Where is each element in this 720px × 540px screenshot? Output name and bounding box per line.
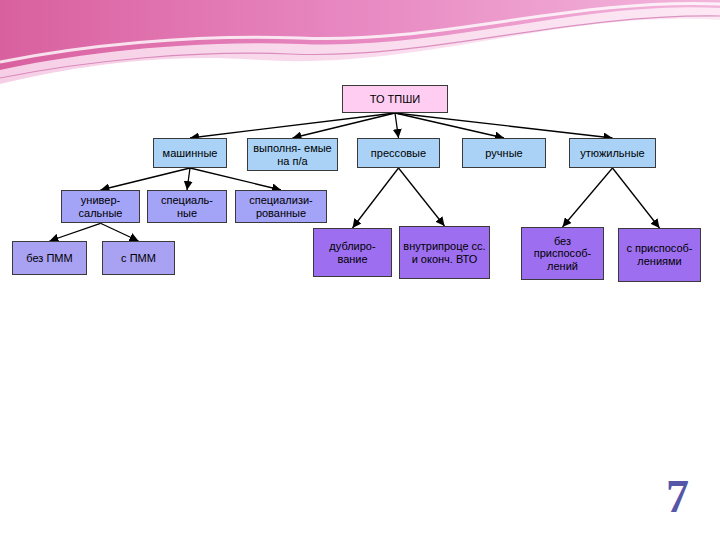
box-label: универ- сальные [62, 194, 139, 219]
category-box: утюжильные [569, 138, 656, 168]
category-box: выполня- емые на п/а [247, 138, 338, 171]
box-label: с ПММ [118, 252, 159, 265]
tree-arrow [101, 223, 139, 241]
category-box: ТО ТПШИ [342, 85, 448, 113]
box-label: без ПММ [23, 252, 75, 265]
tree-arrow [190, 168, 281, 190]
box-label: прессовые [368, 147, 429, 160]
category-box: ручные [462, 138, 546, 168]
box-label: внутрипроце сс. и оконч. ВТО [400, 240, 489, 265]
box-label: специализи- рованные [236, 194, 326, 219]
category-box: без ПММ [12, 241, 87, 275]
wave-line [0, 16, 720, 78]
category-box: с приспособ- лениями [618, 228, 701, 282]
category-box: без приспособ- лений [521, 227, 604, 280]
category-box: с ПММ [102, 241, 175, 275]
category-box: универ- сальные [61, 190, 140, 223]
wave-front [0, 0, 720, 70]
category-box: внутрипроце сс. и оконч. ВТО [399, 226, 490, 279]
tree-arrow [395, 113, 399, 138]
tree-arrow [187, 168, 190, 190]
tree-arrow [190, 113, 395, 138]
tree-arrow [101, 168, 191, 190]
box-label: специаль- ные [148, 194, 226, 219]
tree-arrow [50, 223, 101, 241]
tree-arrow [395, 113, 504, 138]
box-label: без приспособ- лений [522, 235, 603, 273]
tree-arrow [353, 168, 399, 228]
category-box: дублиро- вание [313, 228, 392, 277]
box-label: выполня- емые на п/а [248, 142, 337, 167]
tree-arrow [563, 168, 613, 227]
box-label: дублиро- вание [314, 240, 391, 265]
box-label: машинные [160, 147, 221, 160]
tree-arrow [293, 113, 396, 138]
category-box: специализи- рованные [235, 190, 327, 223]
box-label: ТО ТПШИ [367, 93, 423, 106]
page-number: 7 [666, 470, 689, 523]
tree-arrow [399, 168, 445, 226]
box-label: ручные [482, 147, 525, 160]
category-box: прессовые [357, 138, 440, 168]
tree-arrow [395, 113, 613, 138]
box-label: утюжильные [577, 147, 647, 160]
category-box: машинные [153, 138, 227, 168]
tree-arrow [613, 168, 660, 228]
category-box: специаль- ные [147, 190, 227, 223]
wave-back [0, 0, 720, 84]
box-label: с приспособ- лениями [619, 242, 700, 267]
